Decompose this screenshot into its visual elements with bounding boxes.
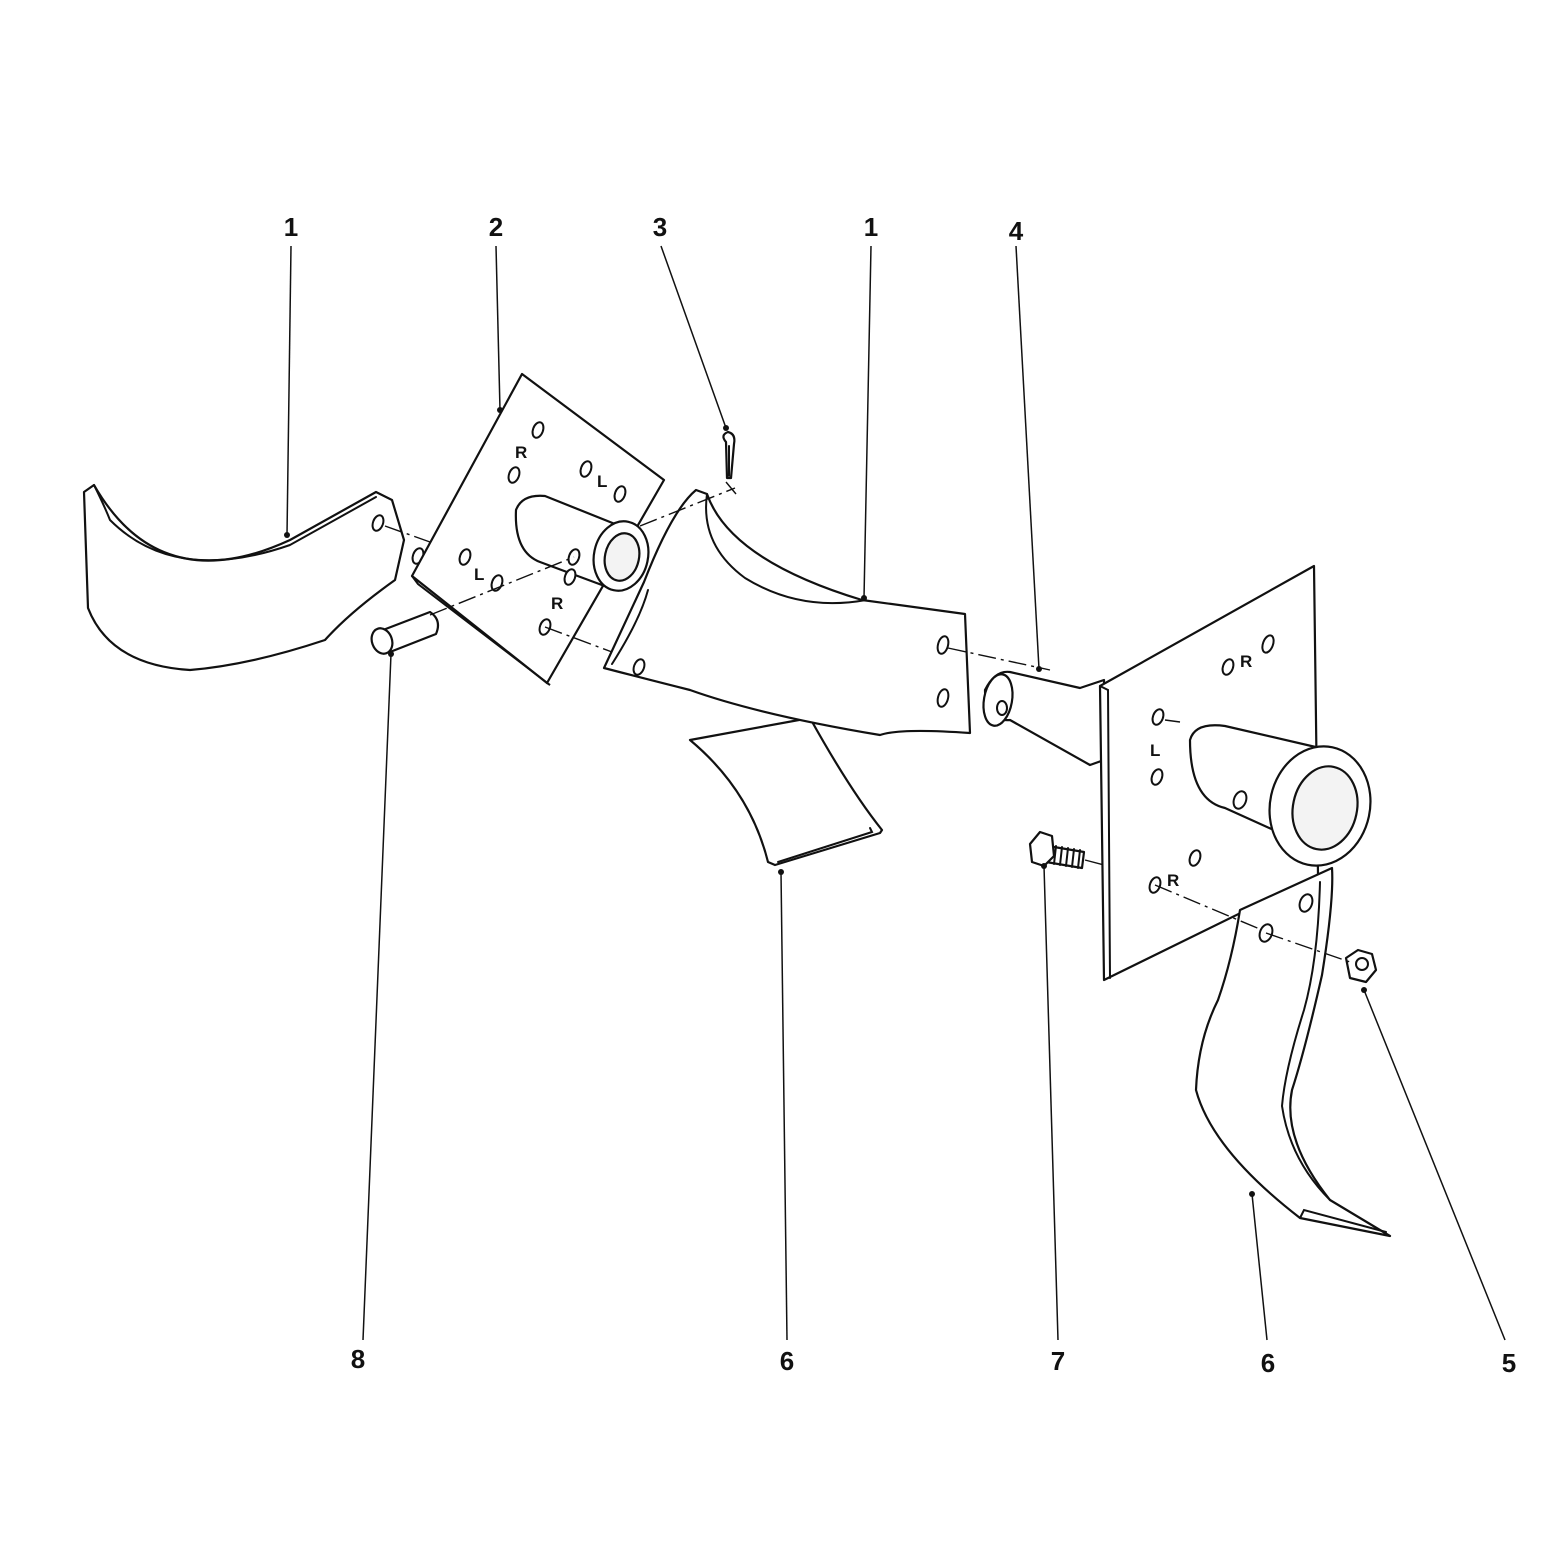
bolt [1028, 830, 1086, 870]
callout-8: 8 [351, 1344, 365, 1374]
hole-label-r: R [1240, 652, 1252, 671]
hole-label-l: L [474, 565, 484, 584]
hole-label-r: R [1167, 871, 1179, 890]
hole-label-l: L [1150, 741, 1160, 760]
leader-lines [284, 245, 1506, 1341]
hole-label-r: R [551, 594, 563, 613]
callout-1: 1 [864, 212, 878, 242]
callout-6: 6 [1261, 1348, 1275, 1378]
callout-7: 7 [1051, 1346, 1065, 1376]
left-flange-plate: R L L R [410, 372, 666, 686]
cotter-pin [722, 430, 736, 480]
callout-5: 5 [1502, 1348, 1516, 1378]
hole-label-l: L [597, 472, 607, 491]
alignment-centerlines [384, 481, 1351, 963]
hole-label-r: R [515, 443, 527, 462]
callout-1: 1 [284, 212, 298, 242]
callout-4: 4 [1009, 216, 1024, 246]
left-tine-blade [82, 483, 425, 672]
right-curved-tine [1194, 866, 1392, 1238]
clevis-pin [370, 610, 440, 655]
callout-numbers: 1 2 3 1 4 8 6 7 6 5 [284, 212, 1516, 1378]
callout-3: 3 [653, 212, 667, 242]
hex-nut [1344, 948, 1378, 984]
callout-2: 2 [489, 212, 503, 242]
middle-tine-blade [602, 488, 972, 867]
right-flange-hub: R L R [982, 564, 1372, 982]
callout-6: 6 [780, 1346, 794, 1376]
